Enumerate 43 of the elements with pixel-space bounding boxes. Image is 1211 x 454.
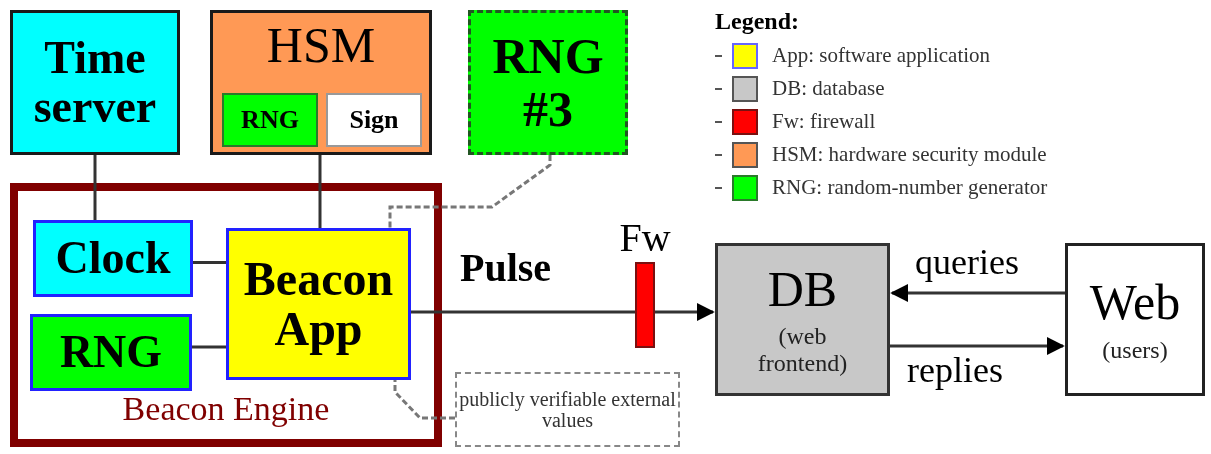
connector-line bbox=[93, 155, 97, 220]
node-label: RNG bbox=[241, 106, 299, 134]
legend-title: Legend: bbox=[715, 8, 800, 35]
legend-text: RNG: random-number generator bbox=[772, 175, 1048, 200]
legend-text: HSM: hardware security module bbox=[772, 142, 1047, 167]
application-box bbox=[226, 228, 411, 380]
node-label: RNG bbox=[59, 328, 163, 377]
connector-line bbox=[411, 310, 635, 314]
node-label: Web bbox=[1089, 276, 1181, 329]
node-label: Fw bbox=[619, 218, 671, 258]
node-label: publicly verifiable external values bbox=[458, 388, 677, 431]
generator-box bbox=[468, 10, 628, 155]
node-label: Beacon App bbox=[242, 253, 395, 355]
component-box bbox=[33, 220, 193, 297]
component-box bbox=[30, 314, 192, 391]
arrow bbox=[655, 303, 715, 321]
web-box bbox=[1065, 243, 1205, 396]
connector-line bbox=[192, 345, 226, 349]
connector-line bbox=[193, 261, 226, 264]
connector-line bbox=[393, 380, 455, 420]
node-sublabel: (users) bbox=[1102, 336, 1168, 363]
hardware-module-box bbox=[210, 10, 432, 155]
engine-container bbox=[10, 183, 442, 447]
connector-line bbox=[318, 155, 322, 228]
legend-text: Fw: firewall bbox=[772, 109, 876, 134]
node-label: Time server bbox=[32, 34, 158, 131]
connector-line bbox=[388, 155, 552, 228]
arrow bbox=[890, 337, 1065, 355]
node-label: HSM bbox=[266, 19, 376, 72]
node-sublabel: (web frontend) bbox=[756, 323, 849, 377]
component-box bbox=[222, 93, 318, 147]
node-label: Clock bbox=[55, 234, 171, 283]
note-box bbox=[455, 372, 680, 447]
legend-text: DB: database bbox=[772, 76, 885, 101]
database-box bbox=[715, 243, 890, 396]
legend-text: App: software application bbox=[772, 43, 991, 68]
node-label: Sign bbox=[349, 106, 399, 134]
node-label: Beacon Engine bbox=[122, 391, 330, 427]
arrow bbox=[890, 284, 1065, 302]
node-label: RNG #3 bbox=[491, 30, 605, 135]
process-box bbox=[10, 10, 180, 155]
component-box bbox=[326, 93, 422, 147]
node-label: DB bbox=[767, 262, 838, 316]
